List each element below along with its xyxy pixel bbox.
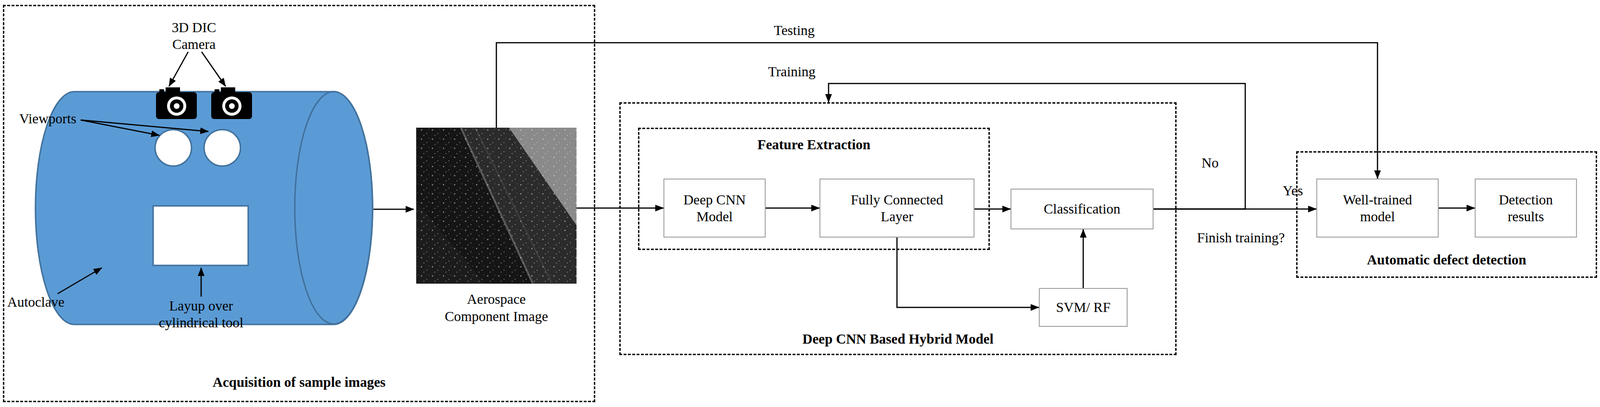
process-box: SVM/ RF bbox=[1038, 288, 1128, 327]
flow-arrow bbox=[1153, 208, 1317, 210]
box-text: SVM/ RF bbox=[1056, 299, 1111, 316]
flow-arrow bbox=[765, 207, 820, 209]
callout-label: Autoclave bbox=[7, 293, 85, 311]
callout-label: Viewports bbox=[19, 110, 97, 128]
leader-line bbox=[57, 51, 414, 297]
autoclave-cylinder bbox=[35, 91, 373, 325]
edge-label: Testing bbox=[773, 22, 815, 39]
group-box: Feature ExtractionDeep CNN Model Fully Co… bbox=[637, 127, 990, 251]
group-box: Deep CNN Based Hybrid Model Feature Extra… bbox=[619, 102, 1177, 356]
callout-label: 3D DIC Camera bbox=[157, 19, 230, 53]
group-box: Automatic defect detection Well-trained m… bbox=[1296, 151, 1598, 278]
decision-label: Finish training? bbox=[1178, 229, 1304, 247]
process-box: Deep CNN Model bbox=[663, 178, 766, 238]
component-photo bbox=[416, 127, 577, 284]
flow-arrow bbox=[897, 237, 1040, 308]
box-text: Detection results bbox=[1490, 191, 1562, 226]
process-box: Well-trained model bbox=[1316, 178, 1439, 238]
flow-arrow bbox=[1438, 207, 1475, 209]
group-title: Deep CNN Based Hybrid Model bbox=[620, 331, 1176, 348]
box-text: Fully Connected Layer bbox=[844, 191, 950, 226]
box-text: Deep CNN Model bbox=[678, 191, 751, 226]
edge-label: Yes bbox=[1282, 182, 1303, 200]
flow-arrow bbox=[1082, 229, 1084, 289]
camera-icon bbox=[156, 87, 197, 120]
group-title: Feature Extraction bbox=[639, 136, 989, 153]
group-title: Automatic defect detection bbox=[1297, 252, 1596, 268]
group-title: Acquisition of sample images bbox=[4, 374, 594, 391]
callout-label: Layup over cylindrical tool bbox=[150, 297, 252, 332]
image-caption: Aerospace Component Image bbox=[441, 290, 552, 326]
image-node: Aerospace Component Image bbox=[416, 127, 577, 284]
process-box: Fully Connected Layer bbox=[819, 178, 975, 238]
flow-arrow bbox=[974, 208, 1011, 210]
process-box: Classification bbox=[1010, 188, 1154, 230]
group-box: Acquisition of sample images Aerospace Co… bbox=[2, 4, 596, 403]
camera-icon bbox=[211, 87, 253, 120]
process-box: Detection results bbox=[1474, 178, 1577, 238]
box-text: Classification bbox=[1043, 200, 1120, 218]
box-text: Well-trained model bbox=[1336, 191, 1419, 226]
branch-label: No bbox=[1201, 154, 1231, 172]
flow-arrow bbox=[496, 42, 1378, 179]
edge-label: Training bbox=[768, 63, 816, 81]
